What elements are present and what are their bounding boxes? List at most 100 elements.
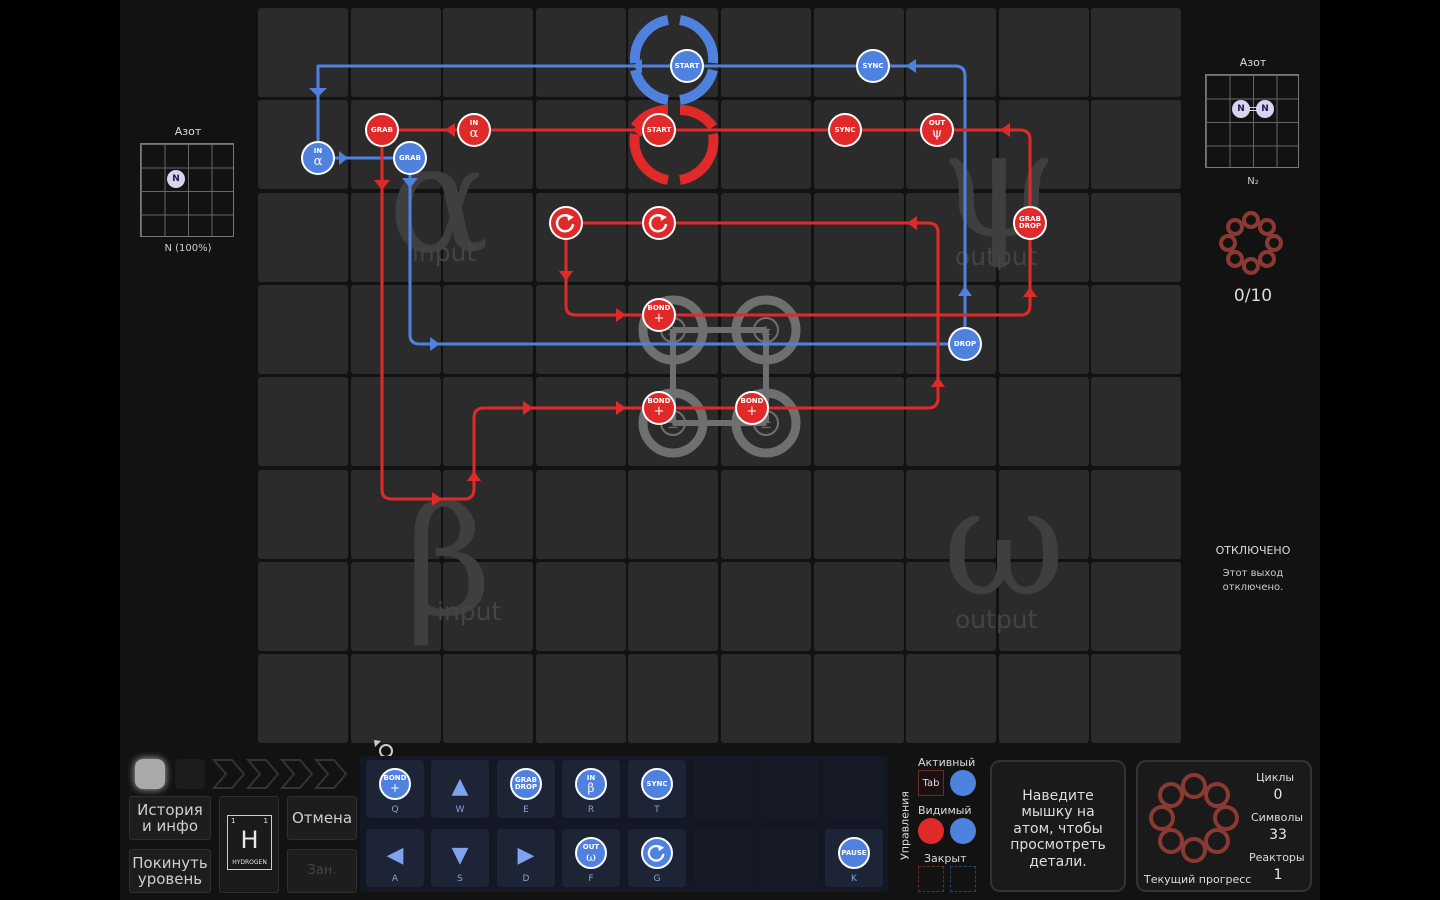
grid-cell[interactable] <box>258 654 348 744</box>
grid-cell[interactable] <box>628 100 719 190</box>
tool-slot-empty-1[interactable] <box>694 760 752 818</box>
fast-forward-icons[interactable] <box>212 758 358 790</box>
grid-cell[interactable] <box>258 192 348 282</box>
grid-cell[interactable] <box>998 561 1089 651</box>
grid-cell[interactable] <box>535 192 626 282</box>
grid-cell[interactable] <box>628 192 719 282</box>
output-atom-2[interactable]: N <box>1256 100 1274 118</box>
tool-slot-empty-2[interactable] <box>760 760 818 818</box>
grid-cell[interactable] <box>350 377 441 467</box>
grid-cell[interactable] <box>998 654 1089 744</box>
red-rotate-node-1[interactable] <box>549 206 583 240</box>
grid-cell[interactable] <box>258 469 348 559</box>
red-sync-node[interactable]: SYNC <box>828 113 862 147</box>
red-rotate-node-2[interactable] <box>642 206 676 240</box>
blue-drop-node[interactable]: DROP <box>948 327 982 361</box>
grid-cell[interactable] <box>1091 654 1182 744</box>
input-atom[interactable]: N <box>167 170 185 188</box>
active-blue-swatch[interactable] <box>950 770 976 796</box>
tool-rotate[interactable]: G <box>628 829 686 887</box>
grid-cell[interactable] <box>628 654 719 744</box>
grid-cell[interactable] <box>813 654 904 744</box>
grid-cell[interactable] <box>906 561 997 651</box>
grid-cell[interactable] <box>906 284 997 374</box>
tool-move-up[interactable]: ▲ W <box>431 760 489 818</box>
grid-cell[interactable] <box>443 377 534 467</box>
red-bond-node-1[interactable]: BOND+ <box>642 298 676 332</box>
grid-cell[interactable] <box>721 284 811 374</box>
closed-blue-box[interactable] <box>950 866 976 892</box>
tool-sync[interactable]: SYNC T <box>628 760 686 818</box>
red-bond-node-2[interactable]: BOND+ <box>642 391 676 425</box>
tool-move-down[interactable]: ▼ S <box>431 829 489 887</box>
grid-cell[interactable] <box>998 377 1089 467</box>
grid-cell[interactable] <box>258 8 348 97</box>
grid-cell[interactable] <box>813 192 904 282</box>
redo-button[interactable]: Зан. <box>287 849 357 893</box>
tool-slot-empty-4[interactable] <box>694 829 752 887</box>
grid-cell[interactable] <box>1091 192 1182 282</box>
grid-cell[interactable] <box>721 469 811 559</box>
element-card[interactable]: 1 1 H HYDROGEN <box>219 796 279 893</box>
grid-cell[interactable] <box>721 192 811 282</box>
tool-slot-empty-3[interactable] <box>825 760 883 818</box>
grid-cell[interactable] <box>1091 284 1182 374</box>
tab-key[interactable]: Tab <box>918 770 944 796</box>
grid-cell[interactable] <box>813 284 904 374</box>
grid-cell[interactable] <box>258 100 348 190</box>
grid-cell[interactable] <box>350 561 441 651</box>
grid-cell[interactable] <box>721 654 811 744</box>
closed-red-box[interactable] <box>918 866 944 892</box>
grid-cell[interactable] <box>813 377 904 467</box>
tool-move-right[interactable]: ▶ D <box>497 829 555 887</box>
grid-cell[interactable] <box>1091 469 1182 559</box>
grid-cell[interactable] <box>350 654 441 744</box>
grid-cell[interactable] <box>258 377 348 467</box>
red-grab-node[interactable]: GRAB <box>365 113 399 147</box>
visible-blue-swatch[interactable] <box>950 818 976 844</box>
grid-cell[interactable] <box>258 561 348 651</box>
grid-cell[interactable] <box>535 100 626 190</box>
grid-cell[interactable] <box>998 284 1089 374</box>
grid-cell[interactable] <box>535 469 626 559</box>
grid-cell[interactable] <box>443 284 534 374</box>
grid-cell[interactable] <box>628 284 719 374</box>
grid-cell[interactable] <box>628 561 719 651</box>
tool-slot-empty-5[interactable] <box>760 829 818 887</box>
grid-cell[interactable] <box>721 561 811 651</box>
step-indicator[interactable] <box>175 759 205 789</box>
grid-cell[interactable] <box>813 100 904 190</box>
grid-cell[interactable] <box>813 8 904 97</box>
grid-cell[interactable] <box>443 8 534 97</box>
tool-bond[interactable]: BOND+ Q <box>366 760 424 818</box>
grid-cell[interactable] <box>443 654 534 744</box>
grid-cell[interactable] <box>628 469 719 559</box>
grid-cell[interactable] <box>535 284 626 374</box>
grid-cell[interactable] <box>1091 561 1182 651</box>
grid-cell[interactable] <box>1091 8 1182 97</box>
grid-cell[interactable] <box>906 8 997 97</box>
tool-move-left[interactable]: ◀ A <box>366 829 424 887</box>
visible-red-swatch[interactable] <box>918 818 944 844</box>
grid-cell[interactable] <box>258 284 348 374</box>
grid-cell[interactable] <box>628 8 719 97</box>
grid-cell[interactable] <box>350 8 441 97</box>
grid-cell[interactable] <box>998 8 1089 97</box>
grid-cell[interactable] <box>443 561 534 651</box>
grid-cell[interactable] <box>535 561 626 651</box>
output-atom-1[interactable]: N <box>1232 100 1250 118</box>
grid-cell[interactable] <box>535 377 626 467</box>
grid-cell[interactable] <box>1091 100 1182 190</box>
speed-indicator[interactable] <box>135 759 165 789</box>
blue-start-node[interactable]: START <box>670 49 704 83</box>
red-start-node[interactable]: START <box>642 113 676 147</box>
grid-cell[interactable] <box>1091 377 1182 467</box>
